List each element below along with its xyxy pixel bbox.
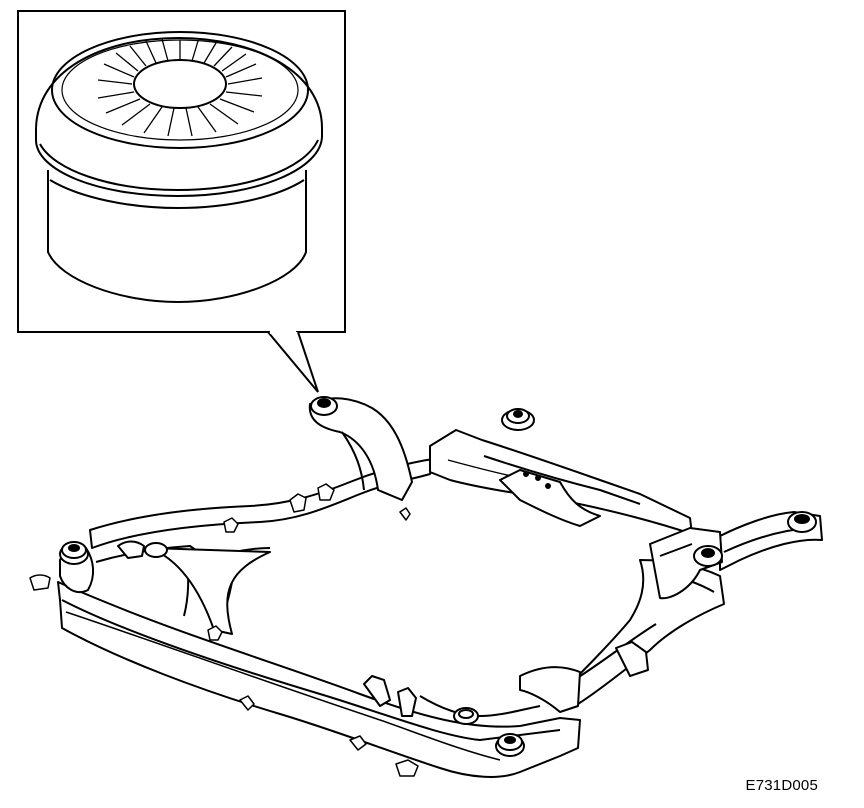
bushing-front-right [496, 734, 524, 756]
bushing-rear-right [788, 512, 816, 532]
front-right-gusset [520, 667, 580, 712]
bushing-cap-ring [52, 32, 308, 148]
bushing-rear-left [311, 397, 337, 415]
bushing-ribs [98, 39, 262, 136]
bushing-center [134, 60, 226, 108]
bushing-rear-center [502, 409, 534, 430]
leader-line [268, 332, 318, 392]
front-subframe [30, 398, 822, 777]
mount-bushings [60, 397, 816, 756]
bushing-mid-right [694, 546, 722, 566]
hole-left [145, 543, 167, 557]
figure-code: E731D005 [745, 777, 818, 794]
center-bracket [500, 470, 600, 526]
bushing-cap [36, 38, 322, 196]
left-tower [310, 398, 412, 500]
hole-front [454, 708, 478, 724]
right-rail [556, 560, 724, 704]
bushing-front-left [60, 542, 88, 564]
left-inner-rail [150, 548, 270, 634]
bushing-detail [36, 32, 322, 302]
front-crossmember [58, 582, 580, 777]
